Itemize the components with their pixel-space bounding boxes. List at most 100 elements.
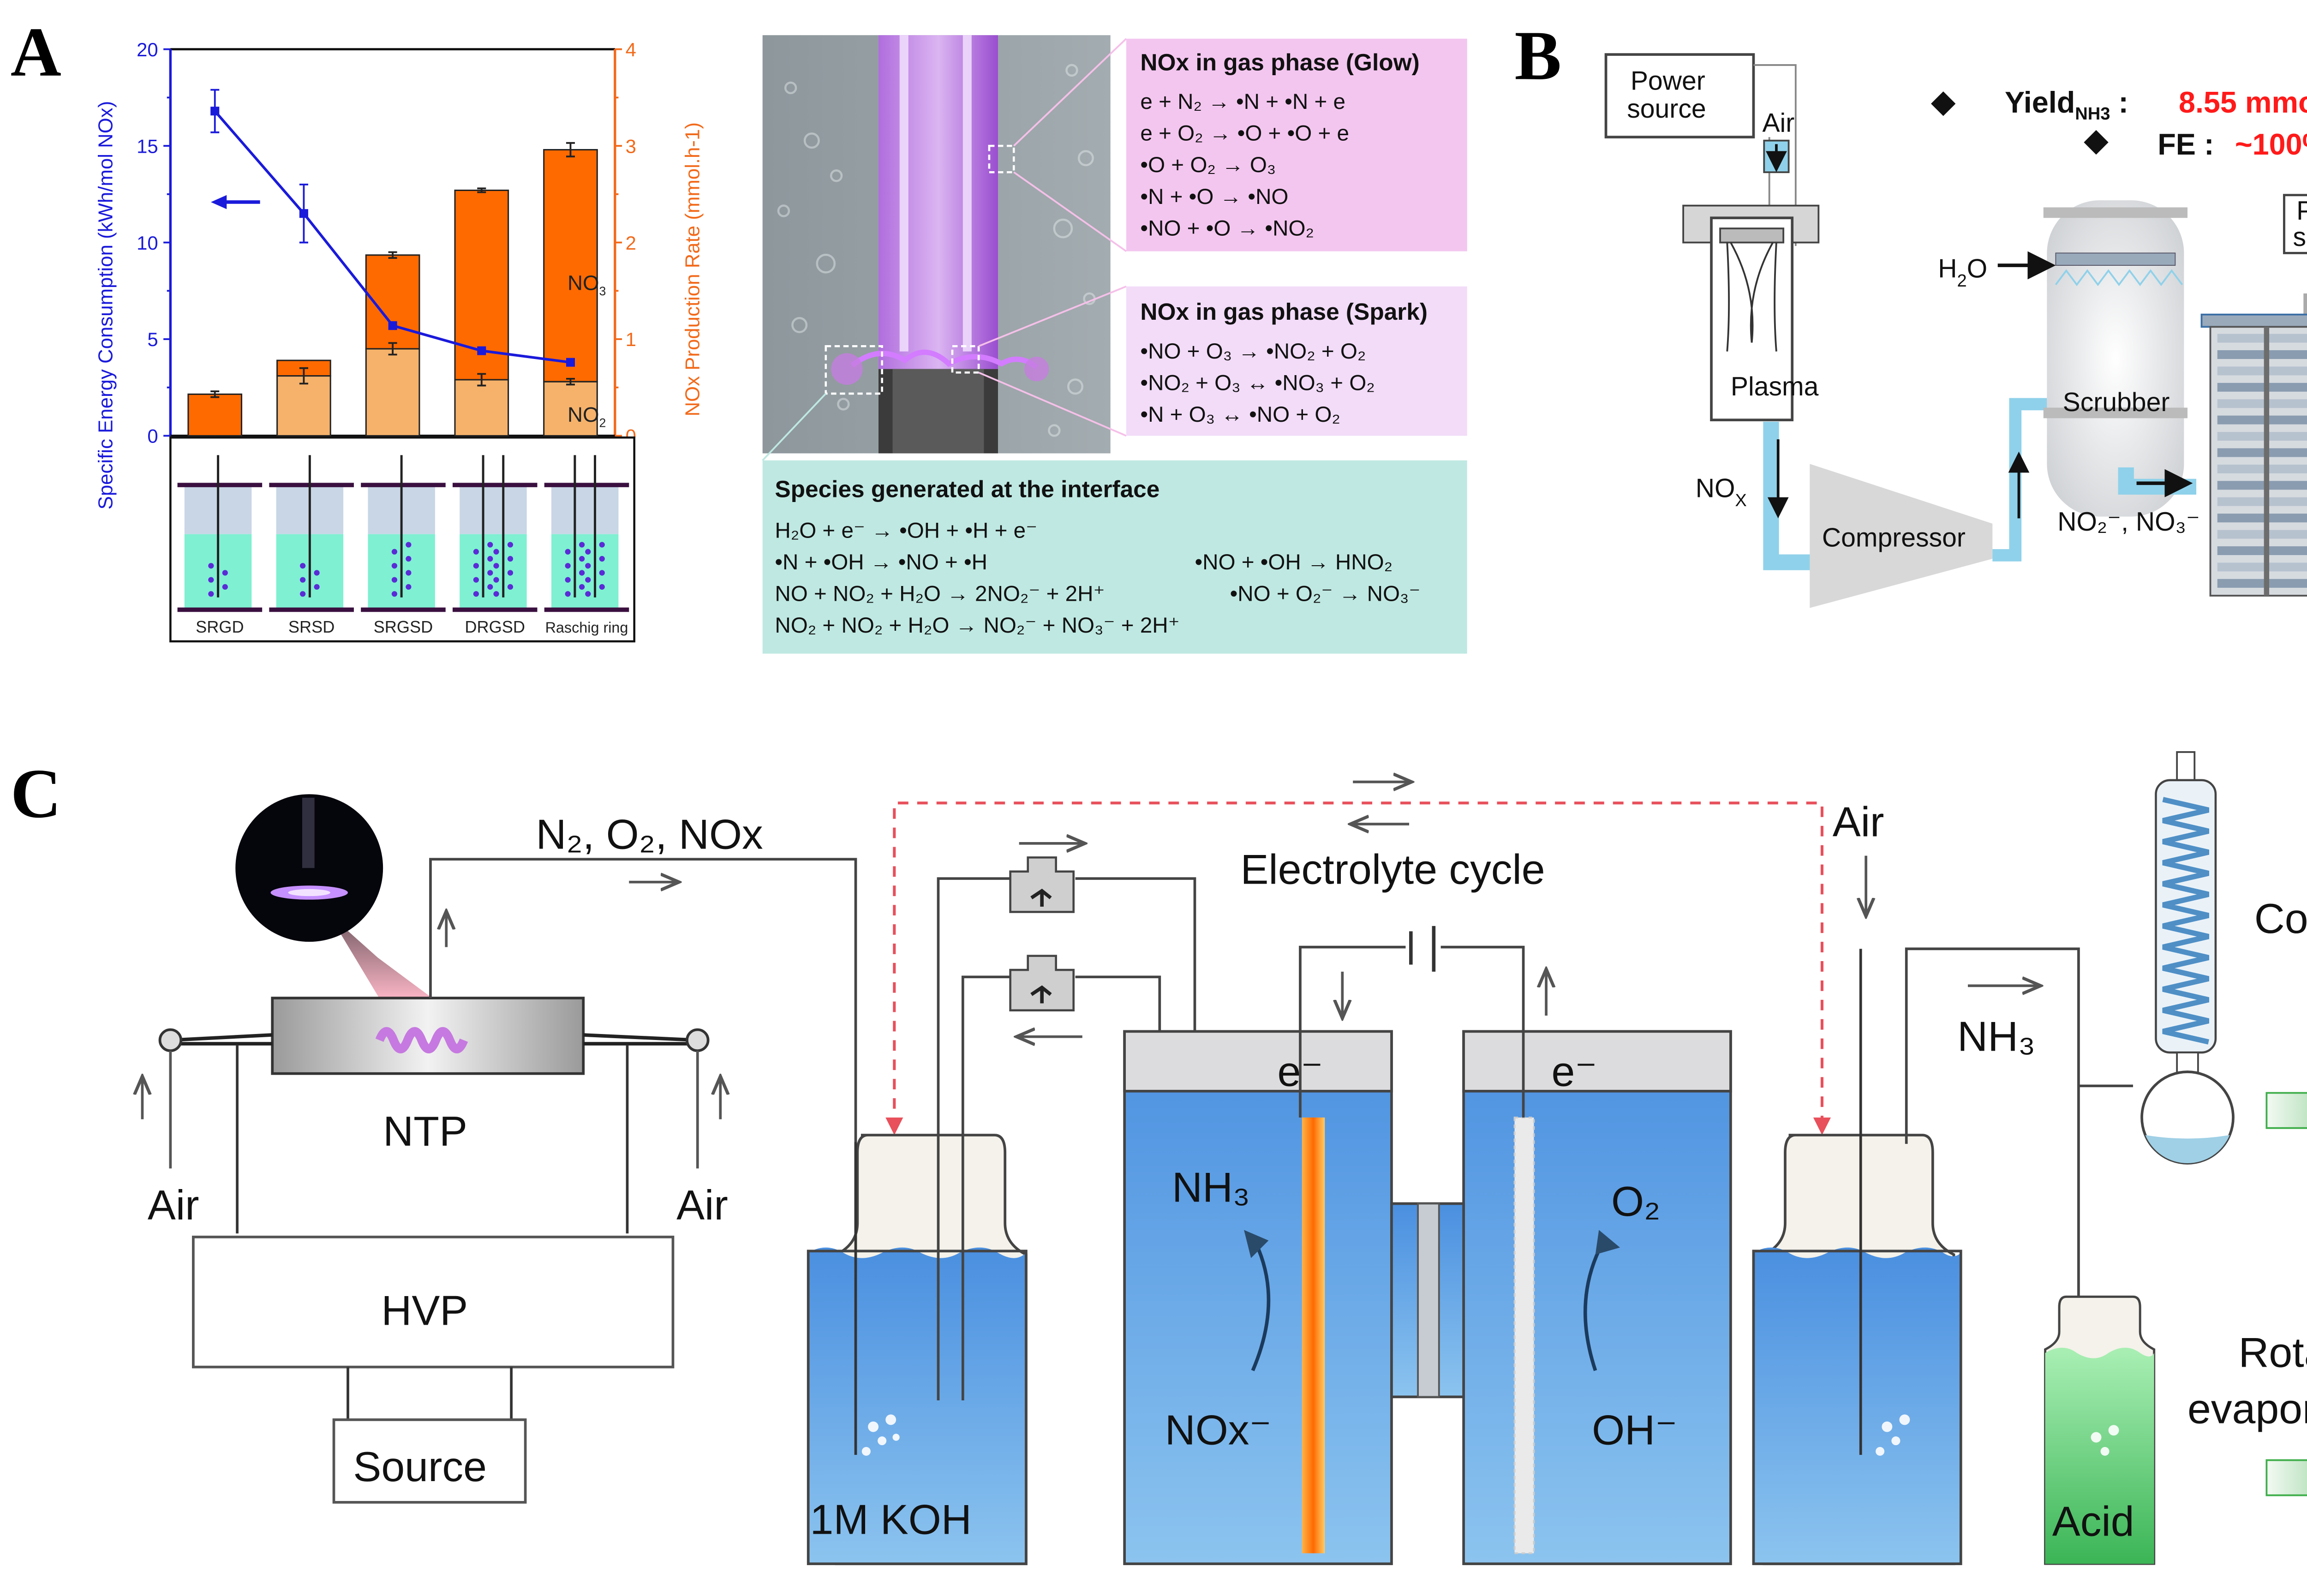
compressor [1810, 464, 1993, 608]
plasma-bubble [208, 591, 214, 597]
bar-no2 [454, 379, 509, 436]
nh3-cell-label: NH₃ [1172, 1164, 1250, 1211]
cathode-electrode [1302, 1117, 1325, 1554]
panel-label-a: A [11, 13, 61, 91]
bar-no3 [543, 149, 598, 383]
compressor-label: Compressor [1822, 523, 1966, 552]
ntp-label: NTP [383, 1108, 467, 1155]
plasma-bubble [391, 577, 397, 583]
rotary-label-line1: Rotary [2238, 1329, 2307, 1376]
plasma-bubble [314, 570, 320, 576]
plasma-bubble [493, 563, 499, 569]
plasma-bubble [585, 577, 591, 583]
hvp-box [192, 1236, 675, 1369]
bar-no2 [365, 348, 420, 436]
source-label: Source [353, 1443, 487, 1490]
plasma-bubble [300, 577, 306, 583]
reactor-category-label: DRGSD [465, 617, 525, 636]
nh3-flow-label: NH₃ [1957, 1013, 2035, 1060]
plasma-bubble [473, 591, 479, 597]
air-label-right: Air [676, 1182, 728, 1229]
plasma-bubble [487, 584, 493, 590]
fe-label: FE : [2158, 127, 2214, 161]
arrow-to-nh4cl [2265, 1459, 2307, 1496]
plasma-bubble [473, 549, 479, 555]
left-axis-pointer-arrowhead [210, 195, 227, 209]
plasma-bubble [585, 563, 591, 569]
pump-2 [1009, 955, 1075, 1011]
stack-cell [2217, 383, 2307, 392]
plasma-bubble [473, 577, 479, 583]
plasma-bubble [599, 570, 605, 576]
plasma-bubble [300, 591, 306, 597]
bar-no2 [276, 375, 331, 436]
spark-box-bg [1126, 286, 1467, 436]
anode-electrode [1513, 1117, 1535, 1554]
power-source-box-1 [1604, 53, 1755, 138]
ammonia-synthesis-system: NTP Air Air HVP Source N₂, O₂, NOx Elect… [142, 751, 2307, 1566]
stack-cell [2217, 432, 2307, 441]
left-axis-title: Specific Energy Consumption (kWh/mol NOx… [95, 101, 117, 510]
h2o-label: H2O [1938, 254, 1987, 291]
reactor-liquid [460, 534, 527, 610]
plasma-bubble [507, 584, 514, 590]
gas-label: N₂, O₂, NOx [536, 811, 763, 858]
stack-cell [2217, 546, 2307, 556]
plasma-bubble [222, 570, 228, 576]
plasma-bubble [599, 556, 605, 562]
plasma-bubble [493, 577, 499, 583]
stack-cell [2217, 399, 2307, 408]
stack-cell [2217, 415, 2307, 424]
plasma-bubble [406, 584, 412, 590]
plasma-bubble [487, 542, 493, 548]
plasma-ammonia-process-diagram: Power source Air Plasma NOX Compressor H… [1604, 53, 2307, 608]
rotary-label-line2: evaporation [2187, 1386, 2307, 1433]
interface-eq-6: •NO + O₂⁻ → NO₃⁻ [1230, 581, 1421, 606]
air-recycle-line [893, 801, 1823, 1128]
y-tick-label: 10 [137, 232, 158, 254]
stack-cell [2217, 334, 2307, 343]
stack-cell [2217, 514, 2307, 523]
stack-cell [2217, 448, 2307, 457]
yield-value: 8.55 mmol cm⁻² h⁻¹ [2179, 85, 2307, 119]
electrolysis-h-cell: e⁻ e⁻ NH₃ NOx⁻ O₂ OH⁻ [1123, 926, 1732, 1566]
bar-no3 [187, 393, 243, 436]
spark-title: NOx in gas phase (Spark) [1140, 298, 1428, 325]
power-source-box-2 [2283, 194, 2307, 254]
interface-eq-5: •NO + •OH → HNO₂ [1195, 550, 1393, 574]
panel-label-b: B [1515, 16, 1562, 94]
plasma-bubble [565, 563, 571, 569]
y2-tick-label: 3 [626, 135, 636, 157]
reactor-category-label: SRSD [288, 617, 335, 636]
interface-reactions-box: Species generated at the interface H₂O +… [762, 460, 1467, 654]
energy-point [388, 321, 397, 330]
plasma-label: Plasma [1731, 372, 1819, 401]
scrubber [2047, 200, 2184, 517]
zoom-box-spark [951, 345, 980, 374]
plasma-coil [375, 1027, 468, 1053]
spark-eq-3: •N + O₃ ↔ •NO + O₂ [1140, 402, 1340, 427]
plasma-bubble [565, 591, 571, 597]
plasma-bubble [314, 584, 320, 590]
yield-label: YieldNH3 : [2005, 85, 2128, 124]
zoom-box-interface [825, 345, 883, 395]
cathode-chamber [1123, 1030, 1393, 1566]
spark-eq-1: •NO + O₃ → •NO₂ + O₂ [1140, 339, 1366, 364]
y-tick-label: 20 [137, 39, 158, 60]
y2-tick-label: 4 [626, 39, 636, 60]
plasma-bubble [487, 570, 493, 576]
spark-reactions-box: NOx in gas phase (Spark) •NO + O₃ → •NO₂… [1126, 286, 1467, 436]
reactor-headspace [460, 485, 527, 534]
no2-no3-label: NO₂⁻, NO₃⁻ [2057, 507, 2200, 537]
interface-eq-4: NO₂ + NO₂ + H₂O → NO₂⁻ + NO₃⁻ + 2H⁺ [775, 613, 1179, 638]
arrow-to-nh3aq [2265, 1092, 2307, 1129]
plasma-bubble [208, 577, 214, 583]
condenser [2140, 751, 2235, 1165]
condensation-label: Condensation [2254, 895, 2307, 942]
pump-1 [1009, 856, 1075, 913]
glow-reactions-box: NOx in gas phase (Glow) e + N₂ → •N + •N… [1126, 38, 1467, 251]
membrane [1417, 1202, 1440, 1398]
plasma-bubble [208, 563, 214, 569]
plasma-bubble [487, 556, 493, 562]
